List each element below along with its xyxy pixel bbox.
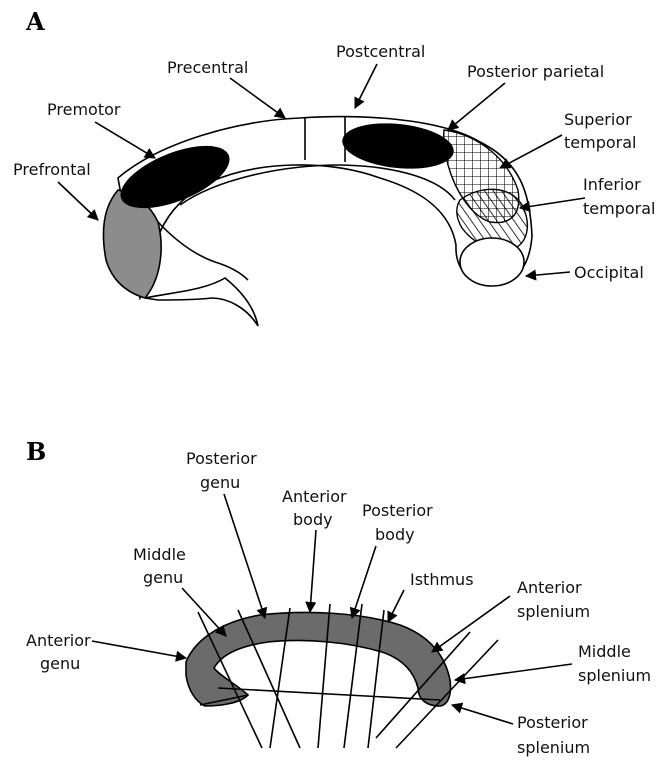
occipital-region <box>460 238 524 286</box>
label-middle-splenium-line2: splenium <box>578 666 651 685</box>
label-anterior-splenium-line1: Anterior <box>517 578 582 597</box>
label-anterior-genu-line1: Anterior <box>26 631 91 650</box>
arrow-superior-temporal <box>500 135 562 168</box>
label-middle-genu-line2: genu <box>143 568 183 587</box>
arrow-posterior-splenium <box>452 705 513 724</box>
arrow-precentral <box>230 78 285 118</box>
label-occipital: Occipital <box>574 263 644 282</box>
label-superior-temporal-line2: temporal <box>564 133 636 152</box>
arrow-postcentral <box>355 64 377 108</box>
arrow-posterior-body <box>352 546 376 618</box>
panel-a: A Precentral Postcentral Posterior parie… <box>13 7 655 326</box>
frontal-tail-upper <box>158 222 248 280</box>
callosum-shape-b <box>186 612 451 706</box>
arrow-posterior-genu <box>224 494 265 618</box>
arrow-isthmus <box>388 590 404 622</box>
label-anterior-splenium-line2: splenium <box>517 602 590 621</box>
label-posterior-genu-line1: Posterior <box>186 449 257 468</box>
label-posterior-genu-line2: genu <box>200 473 240 492</box>
arrow-anterior-splenium <box>432 596 510 652</box>
arrow-anterior-genu <box>92 641 186 658</box>
label-posterior-splenium-line1: Posterior <box>517 713 588 732</box>
frontal-tail <box>145 278 258 326</box>
panel-b-letter: B <box>26 437 46 466</box>
label-anterior-body-line2: body <box>293 510 333 529</box>
seg-line-horizontal <box>218 688 440 700</box>
label-premotor: Premotor <box>47 100 121 119</box>
label-superior-temporal-line1: Superior <box>564 110 632 129</box>
label-precentral: Precentral <box>167 58 248 77</box>
label-anterior-body-line1: Anterior <box>282 487 347 506</box>
label-inferior-temporal-line1: Inferior <box>583 175 641 194</box>
arrow-posterior-parietal <box>448 83 505 130</box>
arrow-middle-genu <box>182 588 226 636</box>
label-inferior-temporal-line2: temporal <box>583 199 655 218</box>
arrow-anterior-body <box>310 530 316 612</box>
arrow-occipital <box>526 272 570 276</box>
label-posterior-body-line2: body <box>375 525 415 544</box>
panel-a-letter: A <box>25 7 45 36</box>
arrow-prefrontal <box>58 182 98 220</box>
label-postcentral: Postcentral <box>336 42 425 61</box>
label-anterior-genu-line2: genu <box>40 654 80 673</box>
label-middle-splenium-line1: Middle <box>578 642 631 661</box>
label-posterior-splenium-line2: splenium <box>517 738 590 757</box>
panel-b: B Posterior genu Anterior body Posterior… <box>26 437 651 757</box>
arrow-premotor <box>95 122 155 158</box>
label-prefrontal: Prefrontal <box>13 160 91 179</box>
label-posterior-body-line1: Posterior <box>362 501 433 520</box>
arrow-inferior-temporal <box>520 198 585 208</box>
label-isthmus: Isthmus <box>410 570 474 589</box>
label-middle-genu-line1: Middle <box>133 545 186 564</box>
label-posterior-parietal: Posterior parietal <box>467 62 604 81</box>
